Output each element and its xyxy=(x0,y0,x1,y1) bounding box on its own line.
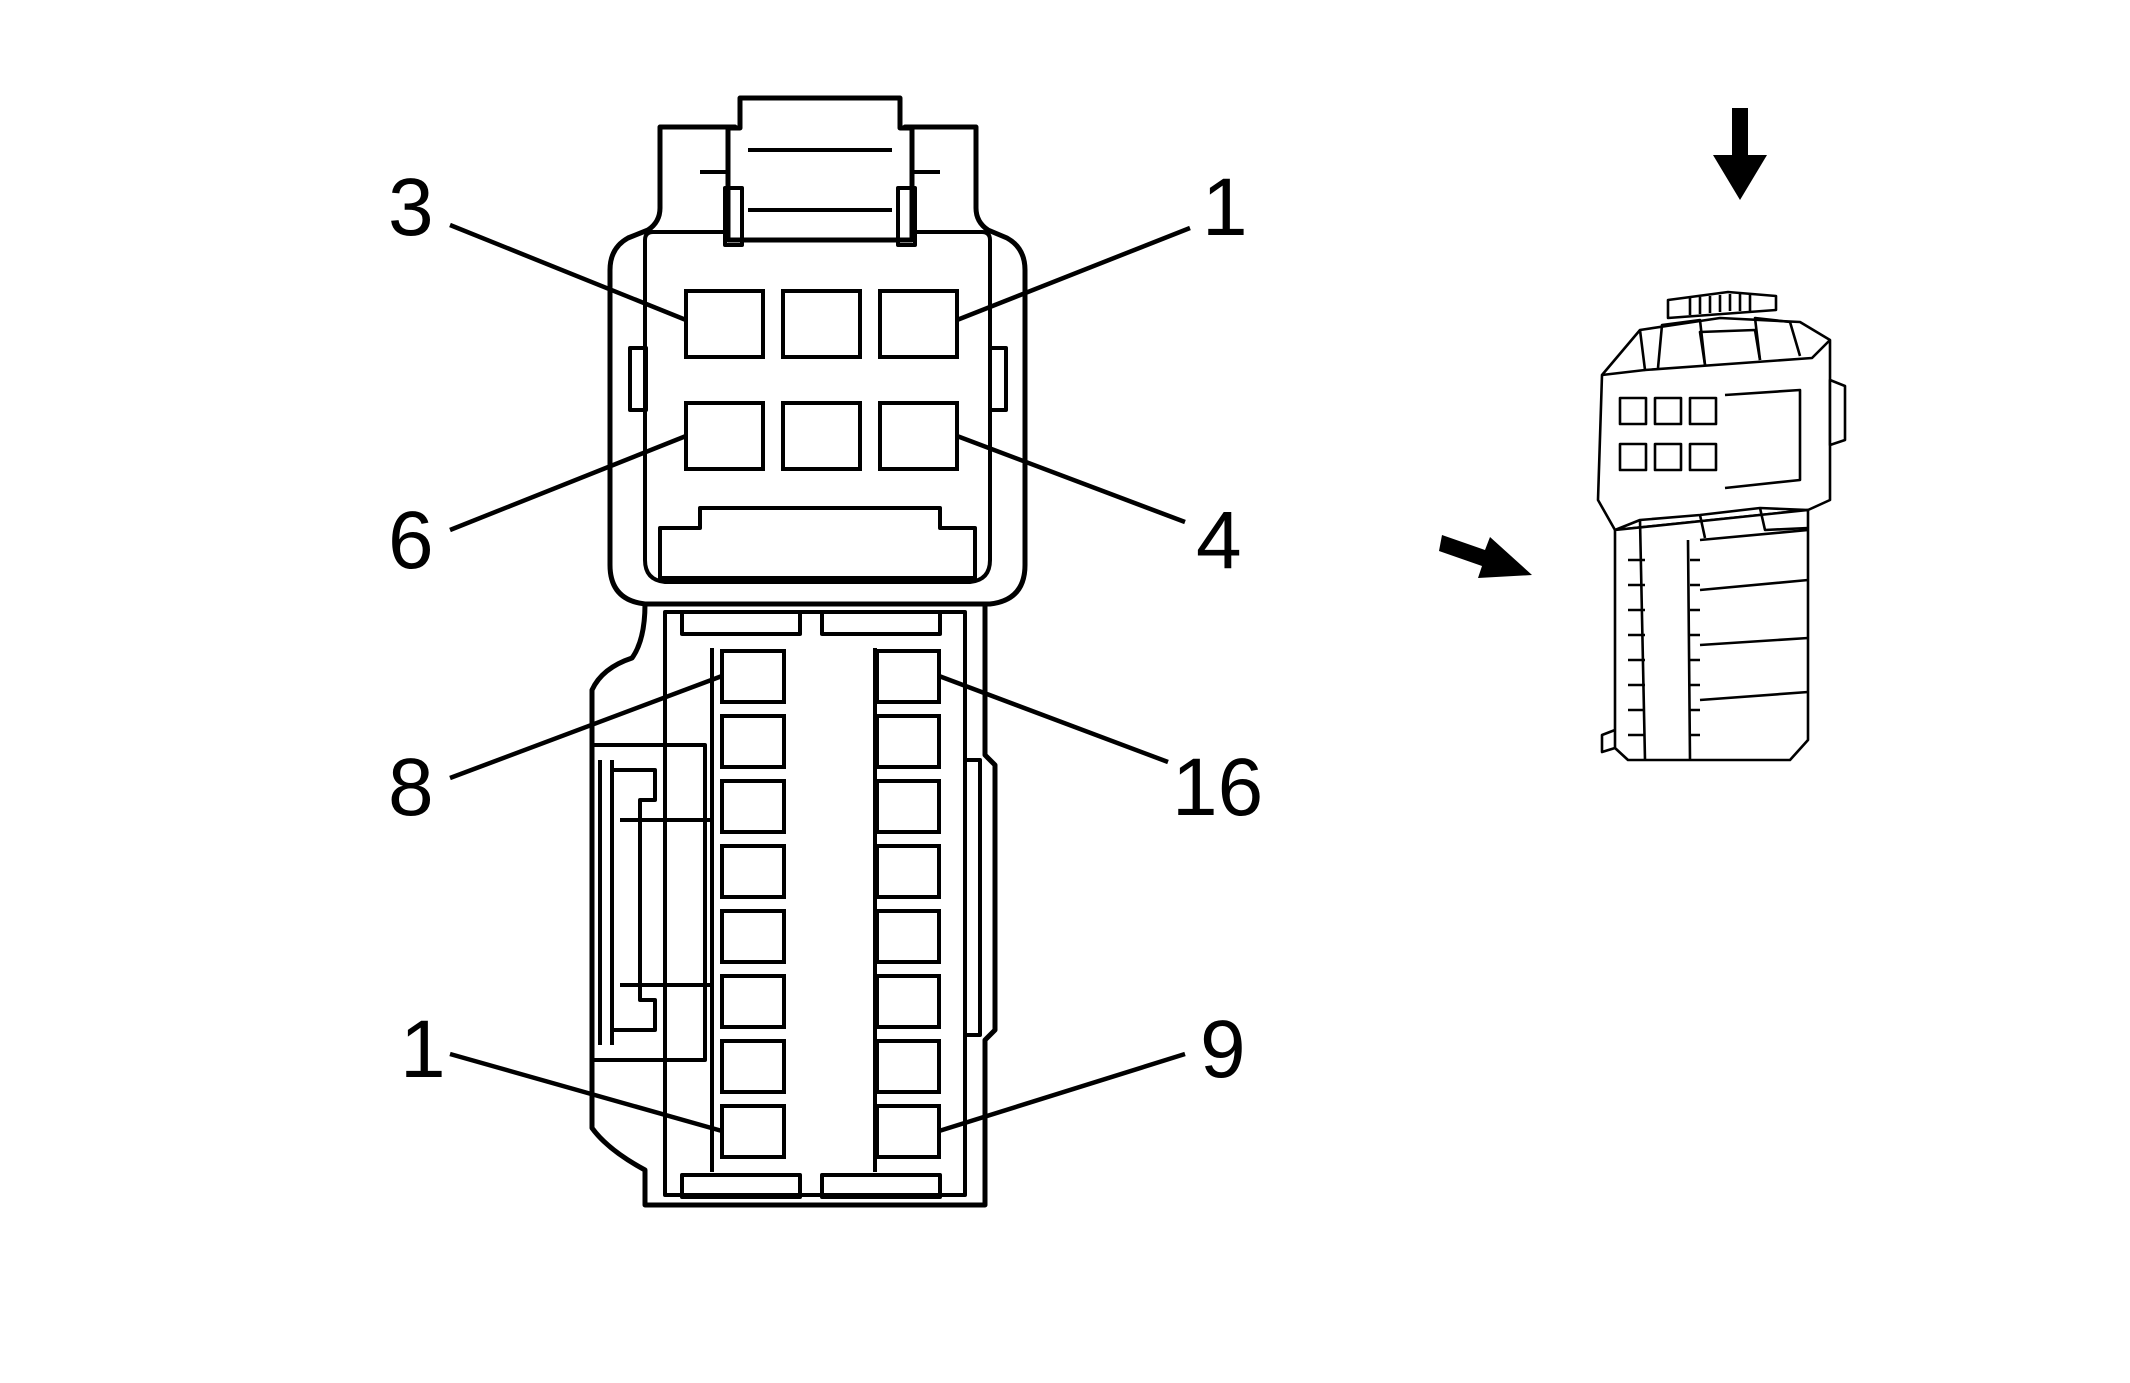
lower-label-top-left: 8 xyxy=(388,742,434,833)
lower-housing xyxy=(589,601,998,1208)
cavity xyxy=(720,1104,786,1159)
connector-isometric-view xyxy=(1439,108,1847,762)
cavity xyxy=(781,401,862,471)
cavity xyxy=(684,289,765,359)
cavity xyxy=(878,401,959,471)
cavity xyxy=(875,1104,941,1159)
connector-face-view: 3 1 6 4 8 16 1 9 xyxy=(388,95,1263,1208)
cavity xyxy=(720,649,786,704)
cavity xyxy=(781,289,862,359)
cavity xyxy=(875,714,941,769)
cavity xyxy=(875,1039,941,1094)
upper-label-top-right: 1 xyxy=(1202,162,1248,253)
cavity xyxy=(720,844,786,899)
cavity xyxy=(720,974,786,1029)
cavity xyxy=(875,844,941,899)
cavity xyxy=(878,289,959,359)
upper-label-bottom-left: 6 xyxy=(388,495,434,586)
lower-label-bottom-right: 9 xyxy=(1200,1004,1246,1095)
cavity xyxy=(720,714,786,769)
cavity xyxy=(875,649,941,704)
arrow-down-icon xyxy=(1713,108,1767,200)
cavity xyxy=(875,909,941,964)
cavity xyxy=(875,974,941,1029)
arrow-right-icon xyxy=(1439,535,1532,578)
cavity xyxy=(684,401,765,471)
lower-cavities xyxy=(720,649,941,1159)
leader-lines xyxy=(449,222,1191,1134)
cavity xyxy=(720,909,786,964)
upper-housing xyxy=(607,95,1028,607)
upper-cavities xyxy=(684,289,959,471)
cavity xyxy=(720,1039,786,1094)
upper-label-top-left: 3 xyxy=(388,162,434,253)
lower-label-bottom-left: 1 xyxy=(400,1004,446,1095)
cavity xyxy=(720,779,786,834)
cavity xyxy=(875,779,941,834)
lower-label-top-right: 16 xyxy=(1172,742,1263,833)
upper-label-bottom-right: 4 xyxy=(1196,495,1242,586)
